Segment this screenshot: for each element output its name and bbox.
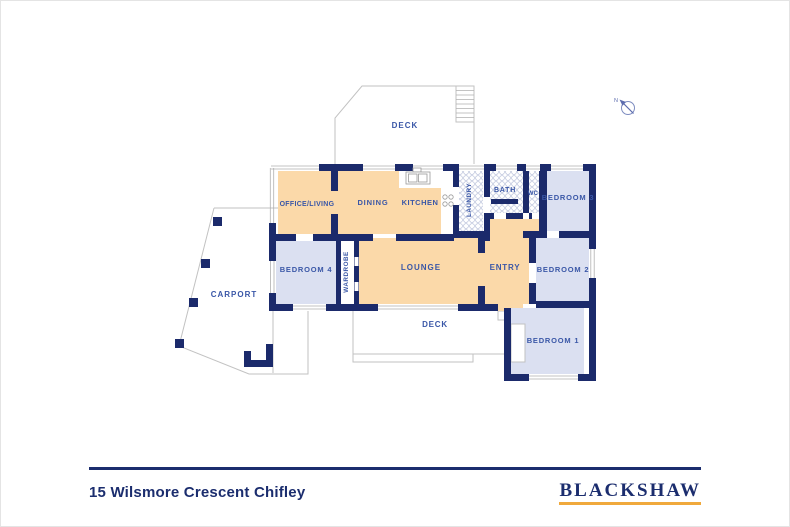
- window-bottom: [293, 304, 578, 381]
- bedroom1-robe: [510, 323, 526, 363]
- room-bedroom3: [547, 171, 589, 231]
- carport-wall: [244, 351, 251, 367]
- carport-post: [201, 259, 210, 268]
- room-label-deck-top: DECK: [392, 121, 419, 130]
- room-wc: [529, 167, 539, 213]
- room-lounge: [359, 238, 485, 304]
- compass-icon: N: [614, 98, 635, 115]
- room-label-bedroom4: BEDROOM 4: [280, 265, 333, 274]
- room-bedroom2: [536, 238, 589, 301]
- room-bedroom4: [276, 241, 336, 304]
- room-label-bath: BATH: [494, 187, 516, 194]
- room-label-wc: WC: [528, 191, 539, 197]
- room-labels: OFFICE/LIVING DINING KITCHEN LAUNDRY BAT…: [211, 121, 595, 345]
- room-label-bedroom1: BEDROOM 1: [527, 336, 580, 345]
- kitchen-fixtures: [405, 167, 454, 207]
- room-label-wardrobe: WARDROBE: [343, 251, 350, 292]
- wardrobe-door: [354, 282, 359, 291]
- tap-icon: [412, 167, 422, 173]
- windows: [269, 164, 596, 381]
- room-fills: [276, 166, 589, 374]
- deck-bottom-outline: [352, 311, 510, 363]
- room-label-bedroom2: BEDROOM 2: [537, 265, 590, 274]
- stove-icon: [442, 194, 448, 200]
- deck-top-outline: [334, 85, 475, 164]
- room-laundry: [459, 166, 483, 233]
- entry-door-threshold: [498, 304, 523, 311]
- carport-post: [213, 217, 222, 226]
- room-label-kitchen: KITCHEN: [402, 198, 439, 207]
- room-label-dining: DINING: [357, 198, 388, 207]
- room-label-deck-bottom: DECK: [422, 320, 448, 329]
- agency-logo: BLACKSHAW: [559, 480, 701, 505]
- room-label-carport: CARPORT: [211, 290, 258, 299]
- room-bath: [490, 167, 523, 213]
- wardrobe-door: [354, 257, 359, 266]
- window-left: [269, 168, 276, 293]
- footer-divider: [89, 467, 701, 470]
- carport-post: [175, 339, 184, 348]
- room-label-office-living: OFFICE/LIVING: [280, 201, 335, 208]
- room-label-lounge: LOUNGE: [401, 263, 441, 272]
- stair-treads: [456, 90, 474, 118]
- window-right: [589, 249, 596, 278]
- room-label-entry: ENTRY: [490, 263, 521, 272]
- room-label-laundry: LAUNDRY: [466, 183, 473, 217]
- window-top: [271, 164, 583, 171]
- carport-post: [189, 298, 198, 307]
- property-address: 15 Wilsmore Crescent Chifley: [89, 484, 306, 501]
- room-entry: [478, 241, 529, 304]
- compass-north-label: N: [614, 98, 618, 104]
- walls: [175, 164, 596, 381]
- room-label-bedroom3: BEDROOM 3: [542, 193, 595, 202]
